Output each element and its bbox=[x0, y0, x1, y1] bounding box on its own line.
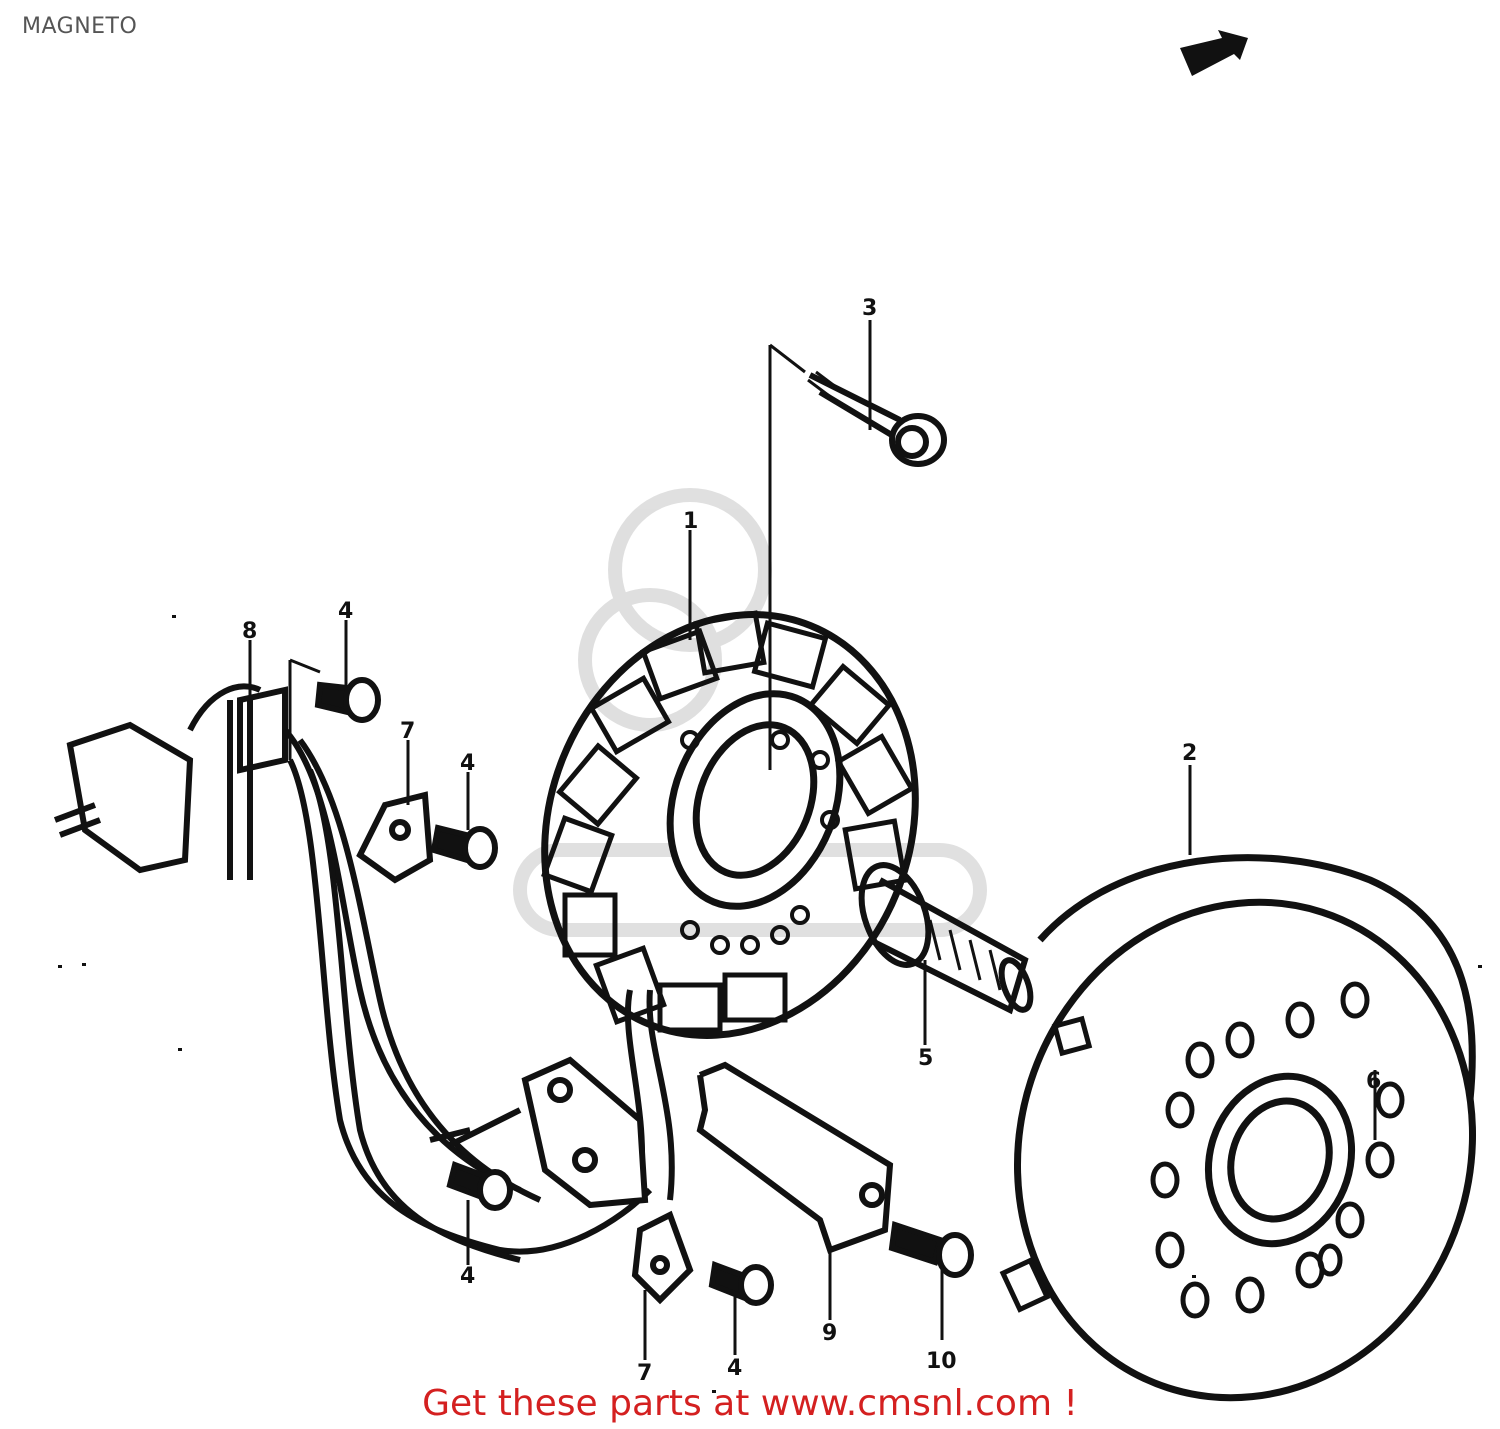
callout-4a: 4 bbox=[338, 599, 353, 624]
clamp-part-7-upper bbox=[356, 791, 434, 884]
clamp-part-7-lower bbox=[631, 1210, 694, 1305]
callout-7a: 7 bbox=[400, 719, 415, 744]
shaft-part-5 bbox=[858, 862, 1034, 1015]
scan-dots bbox=[58, 615, 1482, 1393]
page-title: MAGNETO bbox=[22, 14, 138, 39]
callout-5: 5 bbox=[918, 1046, 933, 1071]
callout-9: 9 bbox=[822, 1321, 837, 1346]
callout-2: 2 bbox=[1182, 741, 1197, 766]
rotor-part-2 bbox=[999, 854, 1477, 1402]
arrow-icon bbox=[1180, 30, 1248, 76]
callout-4b: 4 bbox=[460, 751, 475, 776]
screw-part-4-bottom bbox=[708, 1260, 774, 1306]
bolt-part-3 bbox=[808, 372, 947, 467]
screw-part-10 bbox=[888, 1221, 974, 1278]
footer-link[interactable]: Get these parts at www.cmsnl.com ! bbox=[422, 1383, 1078, 1424]
pickup-coil bbox=[429, 1056, 649, 1209]
screw-part-4-top bbox=[314, 677, 381, 723]
screw-part-4-lower bbox=[446, 1161, 513, 1211]
callout-8: 8 bbox=[242, 619, 257, 644]
callout-1: 1 bbox=[683, 509, 698, 534]
callout-3: 3 bbox=[862, 296, 877, 321]
callout-4c: 4 bbox=[460, 1264, 475, 1289]
callout-4d: 4 bbox=[727, 1356, 742, 1381]
pickup-assembly bbox=[53, 683, 675, 1263]
leader-lines bbox=[248, 320, 1377, 1360]
callout-10: 10 bbox=[926, 1349, 957, 1374]
callout-7b: 7 bbox=[637, 1361, 652, 1386]
bracket-part-9 bbox=[696, 1061, 894, 1254]
screw-part-4-middle bbox=[430, 824, 498, 870]
callout-6: 6 bbox=[1366, 1069, 1381, 1094]
callout-labels: 3 1 2 8 4 7 4 5 6 4 7 4 9 10 bbox=[242, 296, 1381, 1386]
